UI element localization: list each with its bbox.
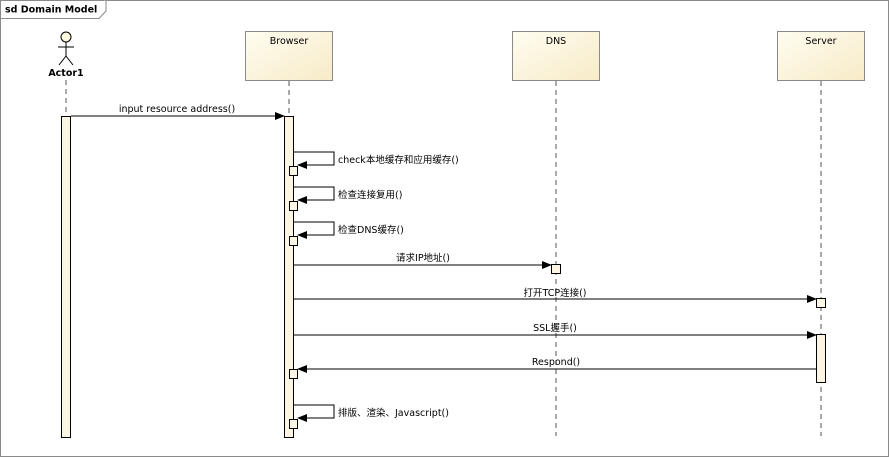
frame-tab <box>0 0 107 19</box>
activation-browser-self-1 <box>289 166 298 176</box>
message-label-5: 请求IP地址() <box>396 252 450 264</box>
lifeline-head-dns <box>512 31 600 81</box>
message-label-3: 检查连接复用() <box>338 189 402 201</box>
activation-browser-self-4 <box>289 419 298 429</box>
message-arrow-9 <box>294 404 335 422</box>
message-label-1: input resource address() <box>119 104 235 115</box>
message-label-7: SSL握手() <box>533 322 577 334</box>
activation-dns <box>551 264 561 274</box>
activation-browser <box>284 116 294 438</box>
message-label-4: 检查DNS缓存() <box>338 224 404 236</box>
message-label-2: check本地缓存和应用缓存() <box>338 154 459 166</box>
activation-actor <box>61 116 71 438</box>
message-label-8: Respond() <box>532 357 580 368</box>
activation-browser-respond <box>289 369 298 379</box>
lifeline-head-server <box>777 31 865 81</box>
activation-browser-self-2 <box>289 201 298 211</box>
lifeline-label-server: Server <box>805 36 836 47</box>
message-label-6: 打开TCP连接() <box>523 287 586 299</box>
activation-server-2 <box>816 334 826 383</box>
lifeline-label-dns: DNS <box>546 36 566 47</box>
message-arrow-3 <box>294 186 335 204</box>
actor-label: Actor1 <box>48 68 83 79</box>
frame-title: sd Domain Model <box>5 5 97 16</box>
lifeline-head-browser <box>245 31 333 81</box>
message-arrow-4 <box>294 221 335 239</box>
message-arrow-2 <box>294 151 335 169</box>
activation-browser-self-3 <box>289 236 298 246</box>
activation-server-1 <box>816 298 826 308</box>
actor-figure <box>58 31 74 66</box>
message-label-9: 排版、渲染、Javascript() <box>338 407 449 419</box>
lifeline-label-browser: Browser <box>270 36 309 47</box>
